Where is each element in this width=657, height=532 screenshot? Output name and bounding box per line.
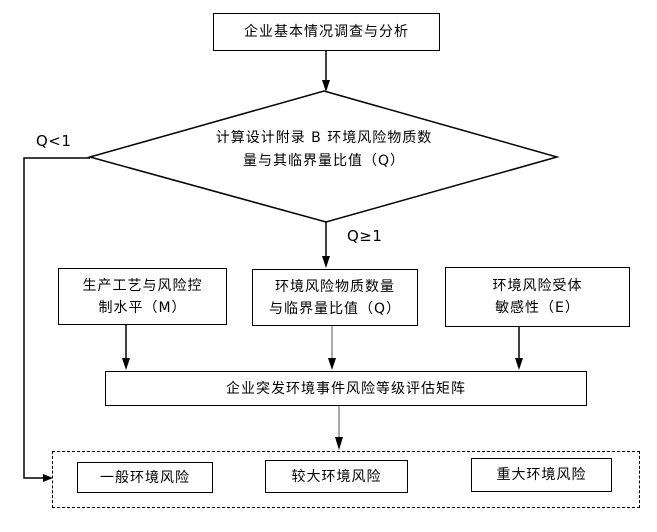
- matrix-box: 企业突发环境事件风险等级评估矩阵: [105, 371, 587, 406]
- arrowhead-e-to-matrix: [515, 358, 523, 370]
- arrowhead-into-diamond: [322, 80, 330, 92]
- arrowhead-into-results: [43, 474, 53, 482]
- branch-label-q-greater-equal-1: Q≥1: [347, 227, 383, 245]
- result-box-general-risk: 一般环境风险: [77, 462, 213, 493]
- factor-box-production-control-m: 生产工艺与风险控 制水平（M）: [58, 268, 227, 325]
- decision-line-2: 量与其临界量比值（Q）: [242, 153, 406, 169]
- result-general-label: 一般环境风险: [100, 469, 190, 486]
- factor-box-receptor-sensitivity-e: 环境风险受体 敏感性（E）: [445, 267, 630, 327]
- factor-e-line-1: 环境风险受体: [492, 278, 583, 294]
- top-box-survey: 企业基本情况调查与分析: [213, 13, 440, 51]
- branch-label-q-less-than-1: Q<1: [36, 132, 72, 150]
- arrowhead-matrix-to-results: [335, 437, 343, 450]
- decision-diamond-label: 计算设计附录 B 环境风险物质数 量与其临界量比值（Q）: [154, 127, 494, 173]
- result-box-larger-risk: 较大环境风险: [265, 460, 408, 493]
- factor-e-line-2: 敏感性（E）: [495, 300, 580, 316]
- matrix-box-label: 企业突发环境事件风险等级评估矩阵: [226, 380, 466, 397]
- decision-line-1: 计算设计附录 B 环境风险物质数: [215, 130, 433, 146]
- factor-box-substance-ratio-q: 环境风险物质数量 与临界量比值（Q）: [252, 269, 418, 326]
- arrowhead-q-to-matrix: [328, 358, 336, 370]
- result-box-major-risk: 重大环境风险: [471, 458, 612, 492]
- connector-q-less-branch: [23, 157, 90, 479]
- factor-m-line-2: 制水平（M）: [98, 299, 187, 316]
- top-box-label: 企业基本情况调查与分析: [244, 24, 409, 40]
- result-medium-label: 较大环境风险: [291, 468, 382, 485]
- arrowhead-m-to-matrix: [122, 358, 130, 370]
- factor-q-line-2: 与临界量比值（Q）: [268, 300, 402, 317]
- factor-q-line-1: 环境风险物质数量: [275, 278, 395, 295]
- factor-m-line-1: 生产工艺与风险控: [82, 277, 203, 294]
- arrowhead-into-q-box: [322, 256, 330, 268]
- result-major-label: 重大环境风险: [496, 467, 587, 483]
- result-container: [52, 451, 640, 508]
